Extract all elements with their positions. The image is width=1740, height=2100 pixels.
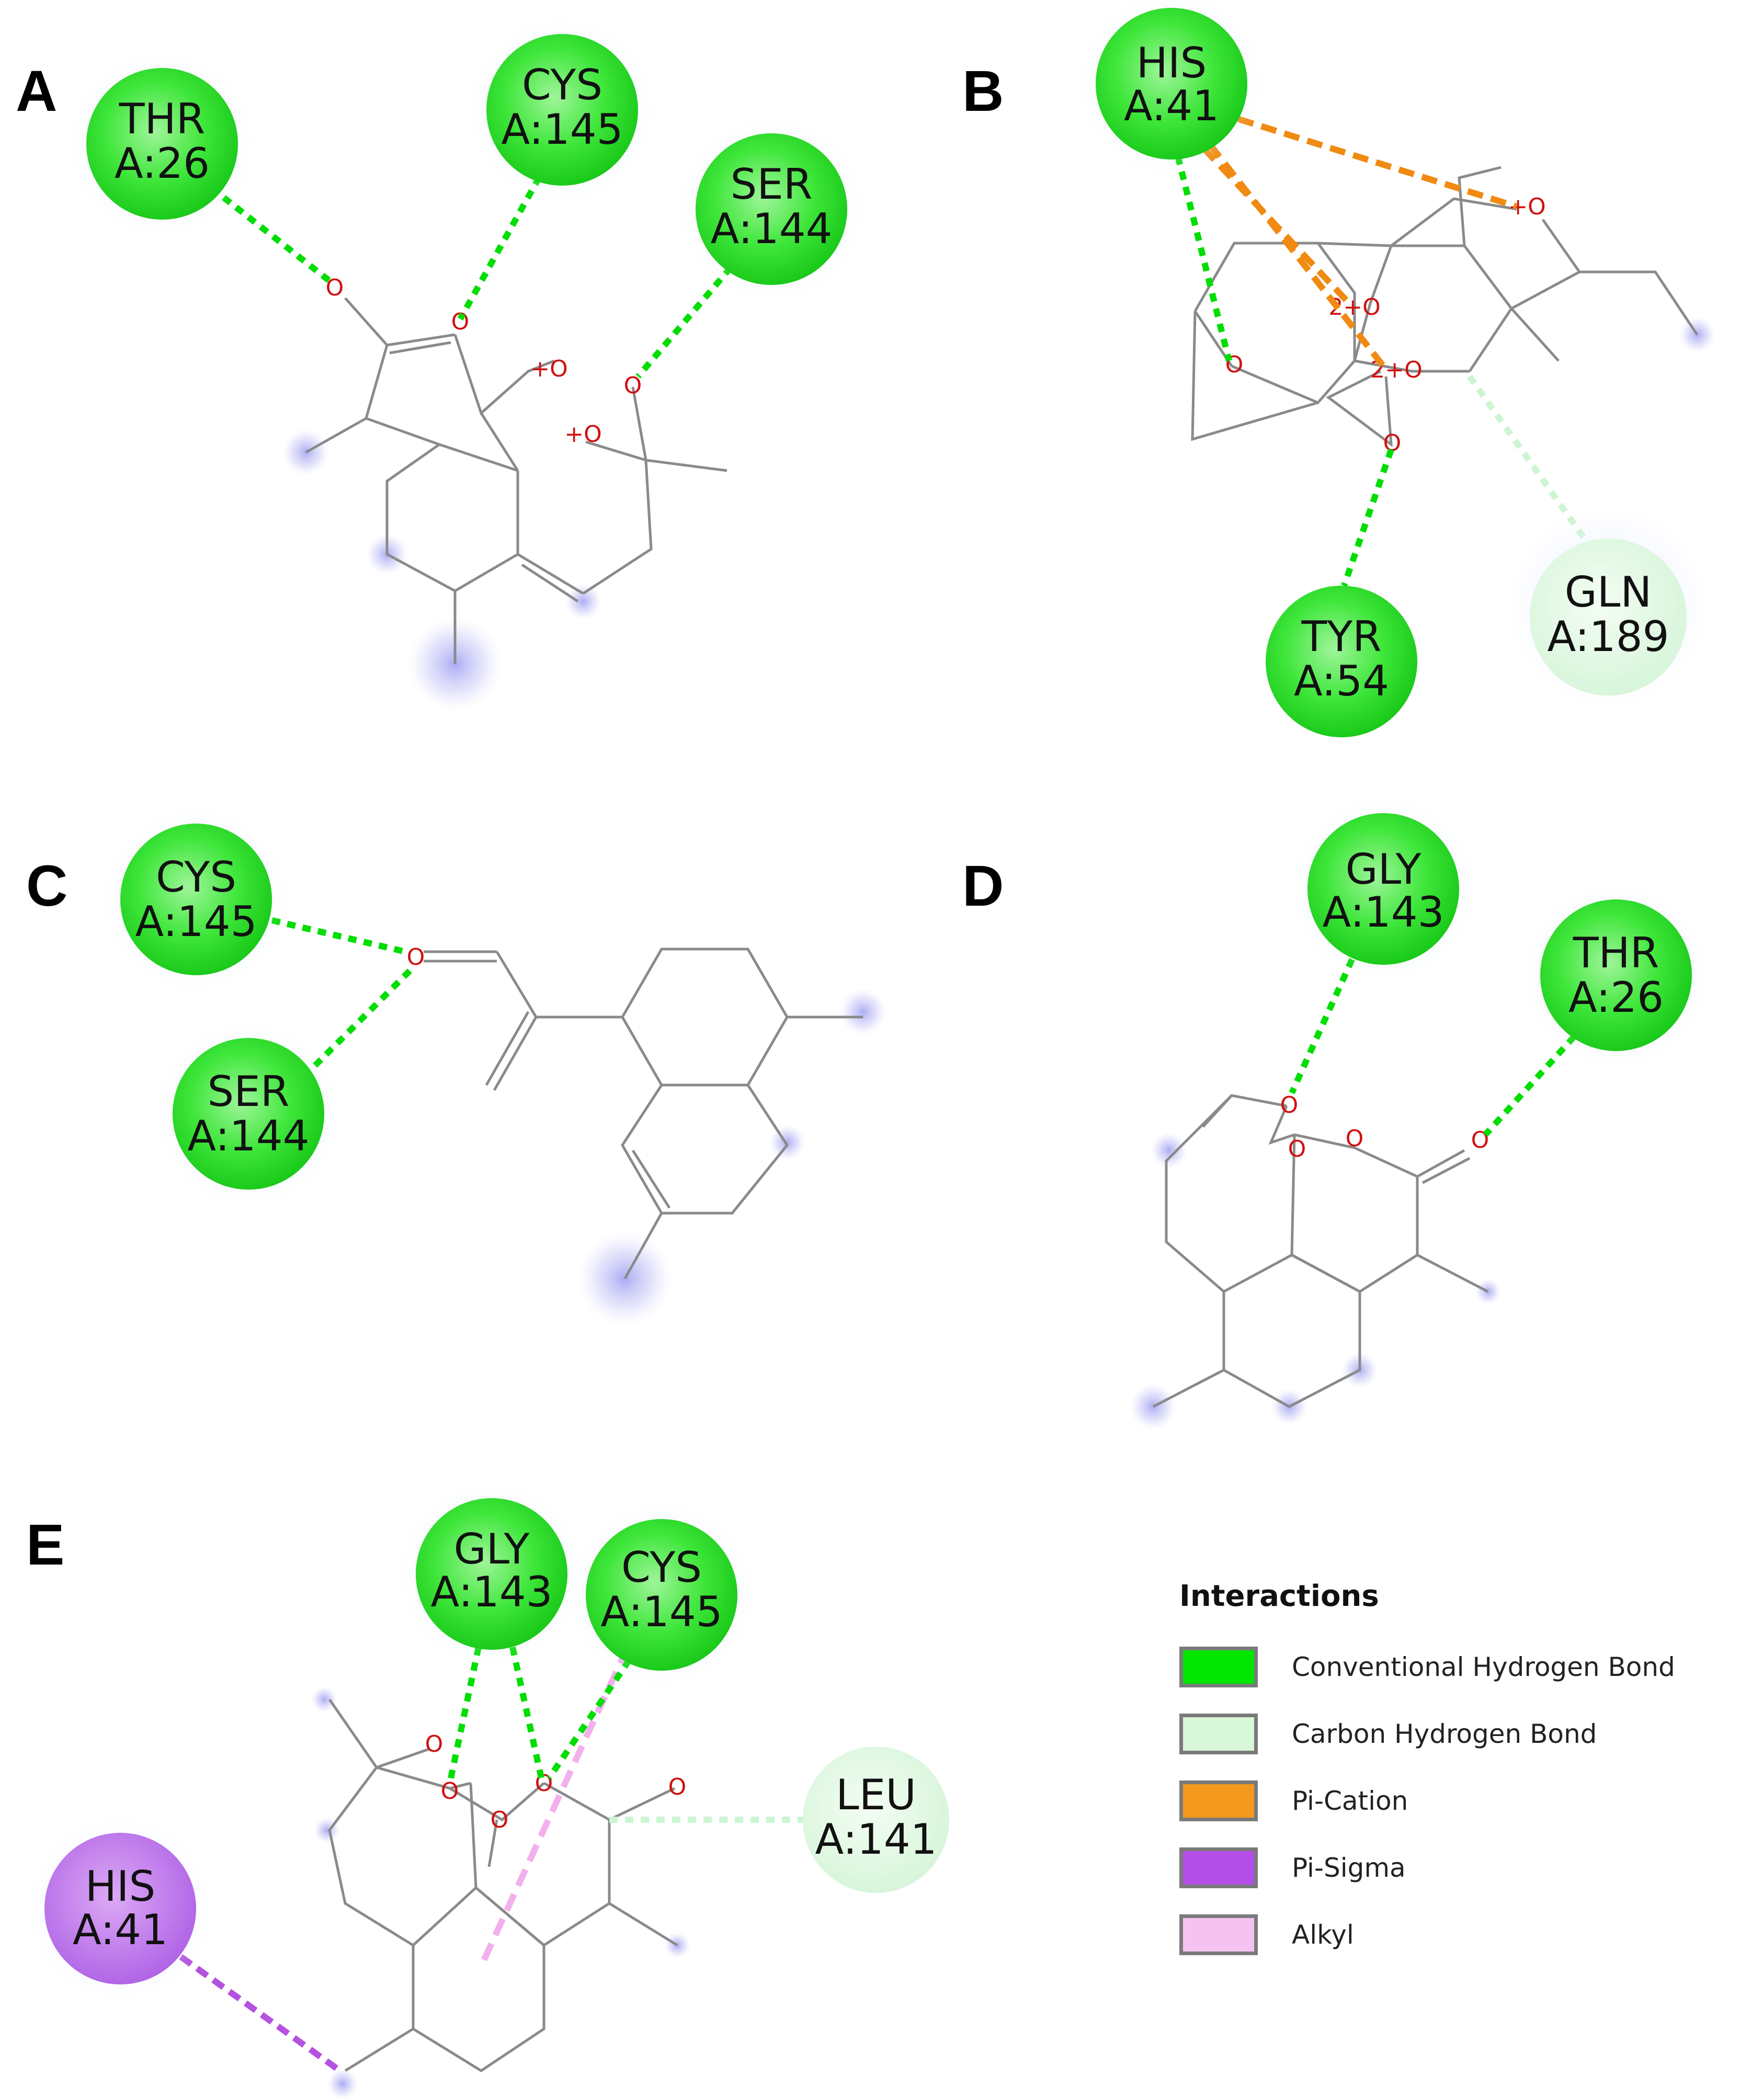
hbond-lines-d: [1289, 929, 1587, 1137]
hbond-lines-e: [447, 1645, 641, 1784]
svg-text:GLN: GLN: [1565, 568, 1652, 617]
legend-item-alkyl: Alkyl: [1179, 1910, 1734, 1960]
exposure-blob: [327, 2068, 358, 2099]
legend-label: Pi-Cation: [1292, 1786, 1408, 1816]
residue-tyr-a54[interactable]: TYR A:54: [1266, 586, 1417, 737]
panel-d: O O O O GLY A:143 THR A:26: [1130, 797, 1708, 1430]
panel-label-e: E: [26, 1513, 65, 1577]
svg-text:A:145: A:145: [502, 105, 623, 154]
oxygen-atom: O: [1288, 1136, 1306, 1162]
ligand-skeleton-c: [424, 948, 863, 1280]
residue-his-a41-pisigma[interactable]: HIS A:41: [44, 1833, 196, 1984]
svg-text:THR: THR: [1573, 929, 1659, 977]
svg-text:A:144: A:144: [711, 204, 833, 253]
legend-item-pi-sigma: Pi-Sigma: [1179, 1843, 1734, 1893]
oxygen-atom: +O: [564, 421, 602, 448]
svg-text:SER: SER: [731, 160, 813, 209]
residue-cys-a145[interactable]: CYS A:145: [120, 824, 272, 975]
panel-e: O O O O O GLY A:143 CYS A:145 LEU: [29, 1482, 949, 2099]
hbond-lines-c: [271, 917, 416, 1090]
svg-text:THR: THR: [119, 95, 206, 143]
legend-label: Pi-Sigma: [1292, 1853, 1406, 1883]
residue-his-a41[interactable]: HIS A:41: [1096, 8, 1247, 159]
legend-item-carbon-hbond: Carbon Hydrogen Bond: [1179, 1709, 1734, 1759]
ligand-skeleton-d: [1152, 1094, 1489, 1408]
panel-c: O CYS A:145 SER A:144: [105, 808, 886, 1326]
oxygen-atom: O: [425, 1731, 443, 1757]
residue-leu-a141[interactable]: LEU A:141: [803, 1747, 949, 1893]
svg-text:A:141: A:141: [815, 1815, 937, 1864]
legend-item-conventional-hbond: Conventional Hydrogen Bond: [1179, 1642, 1734, 1692]
oxygen-atom: +O: [530, 356, 568, 382]
svg-text:CYS: CYS: [621, 1543, 702, 1592]
oxygen-atom: O: [668, 1774, 687, 1800]
legend-label: Conventional Hydrogen Bond: [1292, 1652, 1675, 1682]
ligand-skeleton-e: [328, 1698, 678, 2072]
interactions-legend: Interactions Conventional Hydrogen Bond …: [1179, 1579, 1734, 1977]
ligand-skeleton-a: [305, 297, 727, 664]
exposure-blob: [839, 988, 886, 1035]
svg-text:LEU: LEU: [836, 1771, 916, 1819]
oxygen-atom: O: [491, 1807, 509, 1833]
svg-text:A:144: A:144: [188, 1112, 310, 1160]
residue-ser-a144[interactable]: SER A:144: [696, 133, 847, 285]
oxygen-atom: O: [1280, 1092, 1299, 1119]
legend-label: Alkyl: [1292, 1920, 1354, 1950]
legend-swatch: [1179, 1914, 1258, 1955]
panel-label-b: B: [962, 59, 1004, 123]
residue-ser-a144[interactable]: SER A:144: [173, 1038, 324, 1190]
oxygen-atom: O: [407, 944, 425, 971]
residue-thr-a26[interactable]: THR A:26: [1540, 899, 1692, 1051]
residue-gly-a143[interactable]: GLY A:143: [1307, 813, 1459, 965]
svg-text:A:143: A:143: [1323, 888, 1445, 937]
hbond-lines-b: [1171, 140, 1394, 587]
residue-gln-a189[interactable]: GLN A:189: [1530, 539, 1687, 695]
svg-text:HIS: HIS: [1136, 39, 1207, 87]
legend-swatch: [1179, 1714, 1258, 1754]
exposure-blob: [565, 583, 601, 620]
panel-label-a: A: [16, 59, 58, 123]
residue-cys-a145[interactable]: CYS A:145: [486, 34, 638, 186]
hbond-lines-a: [160, 134, 774, 379]
exposure-blob: [311, 1686, 337, 1713]
svg-text:A:26: A:26: [1568, 973, 1664, 1022]
legend-label: Carbon Hydrogen Bond: [1292, 1719, 1597, 1749]
legend-item-pi-cation: Pi-Cation: [1179, 1776, 1734, 1826]
legend-title: Interactions: [1179, 1579, 1379, 1613]
svg-text:SER: SER: [208, 1067, 290, 1116]
exposure-blob: [769, 1124, 805, 1161]
legend-swatch: [1179, 1781, 1258, 1821]
svg-text:A:41: A:41: [1124, 82, 1219, 130]
svg-text:A:41: A:41: [73, 1905, 168, 1954]
panel-b: +O 2+O 2+O O O HIS A:41 TYR A:54: [1080, 0, 1715, 737]
svg-text:CYS: CYS: [522, 61, 602, 109]
legend-swatch: [1179, 1847, 1258, 1888]
pi-sigma-line-e: [163, 1943, 342, 2073]
panel-label-d: D: [962, 854, 1004, 918]
residue-gly-a143[interactable]: GLY A:143: [416, 1498, 567, 1650]
svg-text:A:145: A:145: [601, 1588, 723, 1636]
svg-text:GLY: GLY: [1346, 845, 1422, 894]
svg-text:A:26: A:26: [115, 139, 210, 188]
exposure-blob: [1151, 1132, 1187, 1169]
svg-text:A:54: A:54: [1294, 657, 1389, 705]
svg-text:A:145: A:145: [135, 897, 257, 946]
svg-text:GLY: GLY: [454, 1525, 530, 1573]
svg-text:TYR: TYR: [1301, 612, 1381, 661]
panel-label-c: C: [26, 854, 68, 918]
svg-text:A:143: A:143: [431, 1568, 553, 1616]
ligand-skeleton-b: [1191, 166, 1699, 448]
svg-text:CYS: CYS: [156, 853, 236, 901]
oxygen-atom: O: [1346, 1125, 1364, 1152]
residue-cys-a145[interactable]: CYS A:145: [586, 1519, 737, 1671]
residue-thr-a26[interactable]: THR A:26: [86, 68, 238, 220]
svg-text:A:189: A:189: [1548, 612, 1669, 661]
oxygen-atom: O: [451, 309, 470, 335]
oxygen-atom: O: [441, 1778, 459, 1805]
panel-a: O O +O O +O THR A:26 CYS A:145 SER A:144: [71, 18, 863, 711]
legend-swatch: [1179, 1647, 1258, 1687]
svg-text:HIS: HIS: [85, 1862, 156, 1911]
